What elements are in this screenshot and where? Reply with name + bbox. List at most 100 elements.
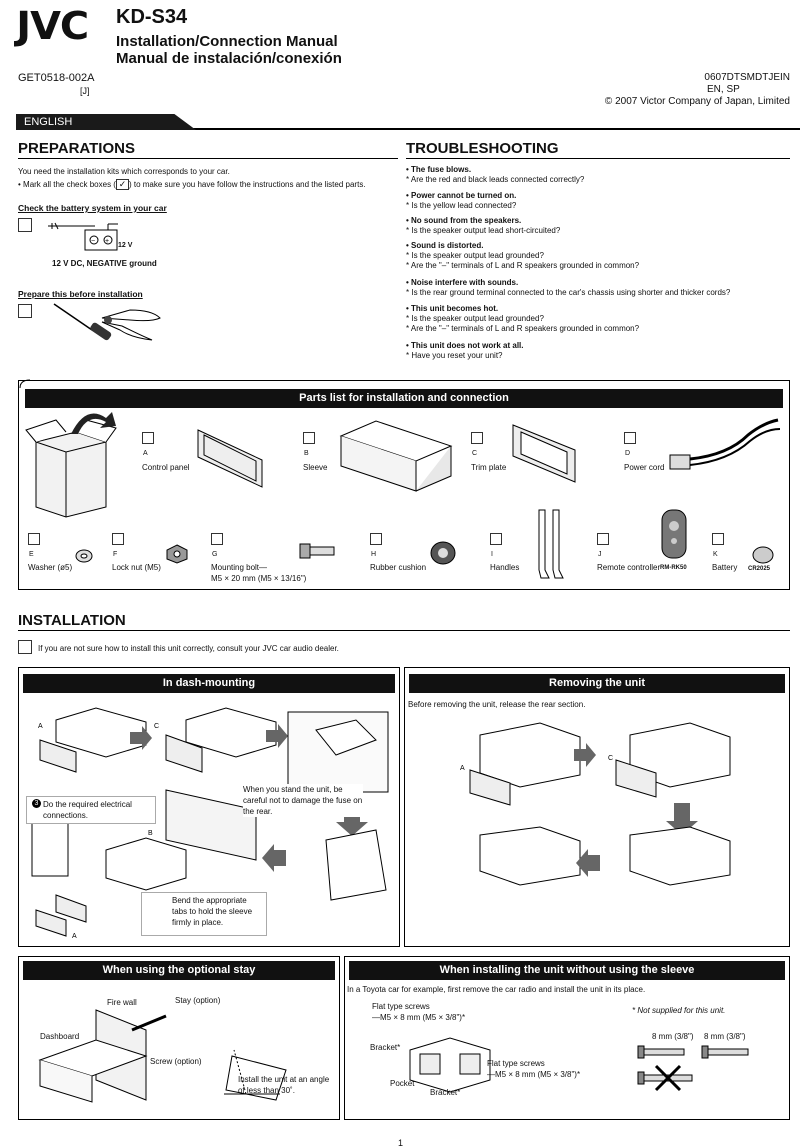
preparations-heading: PREPARATIONS xyxy=(18,140,135,157)
part-letter-f: F xyxy=(113,551,118,558)
bend-tabs-note: Bend the appropriate tabs to hold the sl… xyxy=(141,892,267,936)
stay-option-label: Stay (option) xyxy=(175,996,221,1005)
battery-checkbox[interactable] xyxy=(18,218,32,232)
brand-logo: JVC xyxy=(16,4,89,48)
bullet-text-pre: Mark all the check boxes ( xyxy=(23,180,116,189)
power-cord-image xyxy=(669,418,781,470)
prepare-heading: Prepare this before installation xyxy=(18,289,143,299)
languages: EN, SP xyxy=(707,84,740,95)
stand-unit-note: When you stand the unit, be careful not … xyxy=(243,784,363,817)
part-letter-c: C xyxy=(472,450,478,457)
part-checkbox-f[interactable] xyxy=(112,533,124,545)
divider xyxy=(18,158,398,159)
part-checkbox-e[interactable] xyxy=(28,533,40,545)
trim-plate-image xyxy=(512,424,576,483)
removing-unit-heading: Removing the unit xyxy=(409,674,785,693)
part-checkbox-d[interactable] xyxy=(624,432,636,444)
without-sleeve-heading: When installing the unit without using t… xyxy=(349,961,785,980)
svg-text:A: A xyxy=(72,933,77,940)
remote-model: RM-RK50 xyxy=(660,565,687,571)
part-checkbox-a[interactable] xyxy=(142,432,154,444)
installation-checkbox[interactable] xyxy=(18,640,32,654)
part-name-lock-nut: Lock nut (M5) xyxy=(112,563,161,572)
removing-unit-panel: Removing the unit xyxy=(404,667,790,947)
part-name-control-panel: Control panel xyxy=(142,463,190,472)
optional-stay-diagram xyxy=(38,1009,287,1103)
sleeve-image xyxy=(339,420,453,492)
flat-screws-label-2: Flat type screws xyxy=(487,1059,545,1068)
lock-nut-image xyxy=(166,544,188,564)
installation-note: If you are not sure how to install this … xyxy=(38,644,339,653)
step3-text: Do the required electrical connections. xyxy=(43,800,132,820)
divider xyxy=(406,158,790,159)
part-letter-i: I xyxy=(491,551,493,558)
divider xyxy=(18,630,790,631)
language-tab: ENGLISH xyxy=(16,114,196,130)
parts-heading: Parts list for installation and connecti… xyxy=(25,389,783,408)
troubleshooting-item: • Power cannot be turned on.* Is the yel… xyxy=(406,191,517,210)
mounting-bolt-image xyxy=(299,543,335,559)
without-sleeve-intro: In a Toyota car for example, first remov… xyxy=(347,985,646,994)
part-checkbox-k[interactable] xyxy=(712,533,724,545)
model-number: KD-S34 xyxy=(116,6,188,28)
part-checkbox-g[interactable] xyxy=(211,533,223,545)
troubleshooting-item: • This unit does not work at all.* Have … xyxy=(406,341,524,360)
pocket-label: Pocket xyxy=(390,1079,415,1088)
step3-callout: Do the required electrical connections. xyxy=(26,796,156,824)
prepare-checkbox[interactable] xyxy=(18,304,32,318)
troubleshooting-heading: TROUBLESHOOTING xyxy=(406,140,559,157)
washer-image xyxy=(75,549,93,563)
part-name-remote: Remote controller xyxy=(597,563,661,572)
part-name-sleeve: Sleeve xyxy=(303,463,328,472)
box-icon xyxy=(25,412,117,518)
part-letter-a: A xyxy=(143,450,148,457)
part-checkbox-c[interactable] xyxy=(471,432,483,444)
remote-controller-image xyxy=(661,509,687,559)
part-letter-b: B xyxy=(304,450,309,457)
svg-text:C: C xyxy=(154,723,159,730)
flat-screws-size-1: —M5 × 8 mm (M5 × 3/8")* xyxy=(372,1013,466,1022)
flat-screws-size-2: —M5 × 8 mm (M5 × 3/8")* xyxy=(487,1070,581,1079)
battery-model: CR2025 xyxy=(748,566,771,572)
installation-heading: INSTALLATION xyxy=(18,612,126,629)
troubleshooting-item: • The fuse blows.* Are the red and black… xyxy=(406,165,585,184)
bracket-label-2: Bracket* xyxy=(430,1088,461,1097)
svg-text:A: A xyxy=(460,765,465,772)
removing-unit-diagram: AC xyxy=(460,722,731,886)
screw-comparison-icon xyxy=(637,1045,749,1092)
part-name-trim-plate: Trim plate xyxy=(471,463,507,472)
part-checkbox-j[interactable] xyxy=(597,533,609,545)
part-checkbox-i[interactable] xyxy=(490,533,502,545)
battery-voltage: 12 V xyxy=(118,242,133,249)
tools-icon xyxy=(53,303,161,341)
fire-wall-label: Fire wall xyxy=(107,998,137,1007)
removing-unit-note: Before removing the unit, release the re… xyxy=(408,700,586,709)
panel-corner xyxy=(19,379,31,389)
part-size-mounting-bolt: M5 × 20 mm (M5 × 13/16") xyxy=(211,574,307,583)
rubber-cushion-image xyxy=(430,541,456,565)
part-name-handles: Handles xyxy=(490,563,520,572)
doc-code-sub: [J] xyxy=(80,86,90,96)
checkmark-icon: ✓ xyxy=(115,179,129,191)
flat-screws-label-1: Flat type screws xyxy=(372,1002,430,1011)
svg-text:C: C xyxy=(608,755,613,762)
copyright: © 2007 Victor Company of Japan, Limited xyxy=(604,96,790,107)
part-name-washer: Washer (ø5) xyxy=(28,563,73,572)
troubleshooting-item: • No sound from the speakers.* Is the sp… xyxy=(406,216,561,235)
part-letter-j: J xyxy=(598,551,602,558)
angle-note: Install the unit at an angle of less tha… xyxy=(238,1075,330,1095)
part-letter-k: K xyxy=(713,551,718,558)
battery-heading: Check the battery system in your car xyxy=(18,203,167,213)
battery-ground-diagram: − + xyxy=(48,222,118,251)
part-checkbox-b[interactable] xyxy=(303,432,315,444)
dashboard-label: Dashboard xyxy=(40,1032,80,1041)
language-bar xyxy=(16,114,800,130)
handles-image xyxy=(538,509,564,579)
control-panel-image xyxy=(197,429,263,488)
preparations-bullet: • Mark all the check boxes (✓) to make s… xyxy=(18,179,366,191)
part-name-mounting-bolt: Mounting bolt— xyxy=(211,563,268,572)
part-checkbox-h[interactable] xyxy=(370,533,382,545)
troubleshooting-item: • Sound is distorted.* Is the speaker ou… xyxy=(406,241,640,270)
preparations-intro: You need the installation kits which cor… xyxy=(18,167,230,176)
